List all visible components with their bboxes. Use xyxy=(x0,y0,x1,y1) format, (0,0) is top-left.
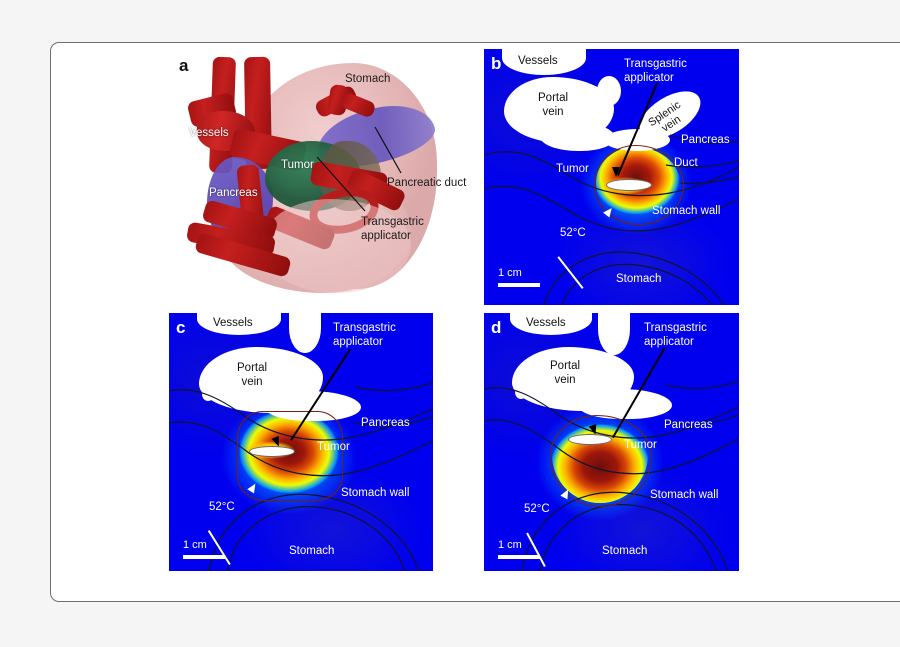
label-stomach-wall-c: Stomach wall xyxy=(341,487,410,499)
label-transgastric-applicator-b: Transgastric applicator xyxy=(624,57,687,85)
panel-b: b Vessels Portal vein Splenic vein Pancr… xyxy=(484,49,739,305)
label-stomach-b: Stomach xyxy=(616,273,662,285)
label-line-1: Portal xyxy=(550,360,581,372)
scale-bar-line xyxy=(498,555,540,559)
label-vessels-b: Vessels xyxy=(518,55,558,67)
panel-d: d Vessels Portal vein Pancreas Tumor Sto… xyxy=(484,313,739,571)
vessel-lumen-top xyxy=(197,313,281,335)
thermal-map-c: c Vessels Portal vein Pancreas Tumor Sto… xyxy=(169,313,433,571)
label-line-2: applicator xyxy=(333,336,383,348)
label-stomach: Stomach xyxy=(345,73,391,85)
scale-bar-label: 1 cm xyxy=(498,267,522,279)
label-pancreas-b: Pancreas xyxy=(681,134,730,146)
thermal-map-d: d Vessels Portal vein Pancreas Tumor Sto… xyxy=(484,313,739,571)
label-line-1: Portal xyxy=(538,92,569,104)
vessel-lumen-small xyxy=(202,387,214,401)
contour-52c-arrow-c xyxy=(207,481,267,565)
vessel-lumen-top xyxy=(510,313,592,335)
scale-bar-b: 1 cm xyxy=(498,267,540,287)
tissue-contours-c xyxy=(169,382,433,571)
portal-vein-lumen-lower xyxy=(540,123,614,151)
label-tumor-c: Tumor xyxy=(317,441,350,453)
panel-b-letter: b xyxy=(491,54,502,73)
scale-bar-label: 1 cm xyxy=(183,539,207,551)
label-stomach-d: Stomach xyxy=(602,545,648,557)
label-line-2: applicator xyxy=(624,72,674,84)
label-line-1: Transgastric xyxy=(333,322,396,334)
label-line-2: vein xyxy=(241,376,263,388)
label-pancreas: Pancreas xyxy=(209,187,258,199)
thermal-map-b: b Vessels Portal vein Splenic vein Pancr… xyxy=(484,49,739,305)
label-transgastric-applicator-c: Transgastric applicator xyxy=(333,321,396,349)
vessel-lumen-top-right xyxy=(598,313,630,355)
label-tumor: Tumor xyxy=(281,159,314,171)
label-vessels-c: Vessels xyxy=(213,317,253,329)
label-tumor-d: Tumor xyxy=(624,439,657,451)
applicator-tip-icon xyxy=(612,167,620,177)
scale-bar-c: 1 cm xyxy=(183,539,225,559)
label-tumor-b: Tumor xyxy=(556,163,589,175)
label-vessels-d: Vessels xyxy=(526,317,566,329)
contour-label-52c-d: 52°C xyxy=(524,503,550,515)
label-line-2: vein xyxy=(554,374,576,386)
label-stomach-c: Stomach xyxy=(289,545,335,557)
contour-label-52c-c: 52°C xyxy=(209,501,235,513)
label-stomach-wall-d: Stomach wall xyxy=(650,489,719,501)
contour-52c-arrow-d xyxy=(526,487,582,567)
panel-c-letter: c xyxy=(176,318,186,337)
label-pancreatic-duct: Pancreatic duct xyxy=(387,177,467,189)
applicator-transducer xyxy=(606,179,652,191)
contour-52c-arrow-b xyxy=(557,205,620,289)
label-transgastric-applicator-d: Transgastric applicator xyxy=(644,321,707,349)
panel-d-letter: d xyxy=(491,318,502,337)
stomach-anterior-wall xyxy=(261,199,411,293)
vessel-lumen-small xyxy=(597,76,621,106)
label-pancreas-c: Pancreas xyxy=(361,417,410,429)
label-line-1: Portal xyxy=(237,362,268,374)
figure-card: a xyxy=(50,42,900,602)
panel-c: c Vessels Portal vein Pancreas Tumor Sto… xyxy=(169,313,433,571)
label-line-1: Transgastric xyxy=(644,322,707,334)
label-transgastric-applicator: Transgastric applicator xyxy=(361,215,424,243)
label-line-1: Transgastric xyxy=(624,58,687,70)
panel-a-letter: a xyxy=(179,56,189,75)
contour-label-52c-b: 52°C xyxy=(560,227,586,239)
label-portal-vein-d: Portal vein xyxy=(550,359,580,387)
label-portal-vein-c: Portal vein xyxy=(237,361,267,389)
label-line-1: Transgastric xyxy=(361,216,424,228)
contour-52c-d xyxy=(550,415,652,507)
vessel-lumen-top-right xyxy=(289,313,321,353)
panel-a-leader-lines xyxy=(316,126,402,212)
applicator-transducer xyxy=(249,446,295,457)
label-duct-b: Duct xyxy=(674,157,698,169)
panel-a: a xyxy=(169,49,479,309)
label-portal-vein-b: Portal vein xyxy=(538,91,568,119)
scale-bar-d: 1 cm xyxy=(498,539,540,559)
scale-bar-line xyxy=(183,555,225,559)
contour-52c-c xyxy=(237,411,343,501)
label-line-2: vein xyxy=(542,106,564,118)
contour-52c-b xyxy=(594,145,684,225)
vessel-lumen-top xyxy=(502,49,586,75)
label-line-2: applicator xyxy=(361,230,411,242)
label-vessels: Vessels xyxy=(189,127,229,139)
scale-bar-line xyxy=(498,283,540,287)
label-stomach-wall-b: Stomach wall xyxy=(652,205,721,217)
label-pancreas-d: Pancreas xyxy=(664,419,713,431)
scale-bar-label: 1 cm xyxy=(498,539,522,551)
applicator-transducer xyxy=(568,434,612,445)
label-line-2: applicator xyxy=(644,336,694,348)
anatomical-render: Stomach Vessels Tumor Pancreas Pancreati… xyxy=(169,49,479,309)
